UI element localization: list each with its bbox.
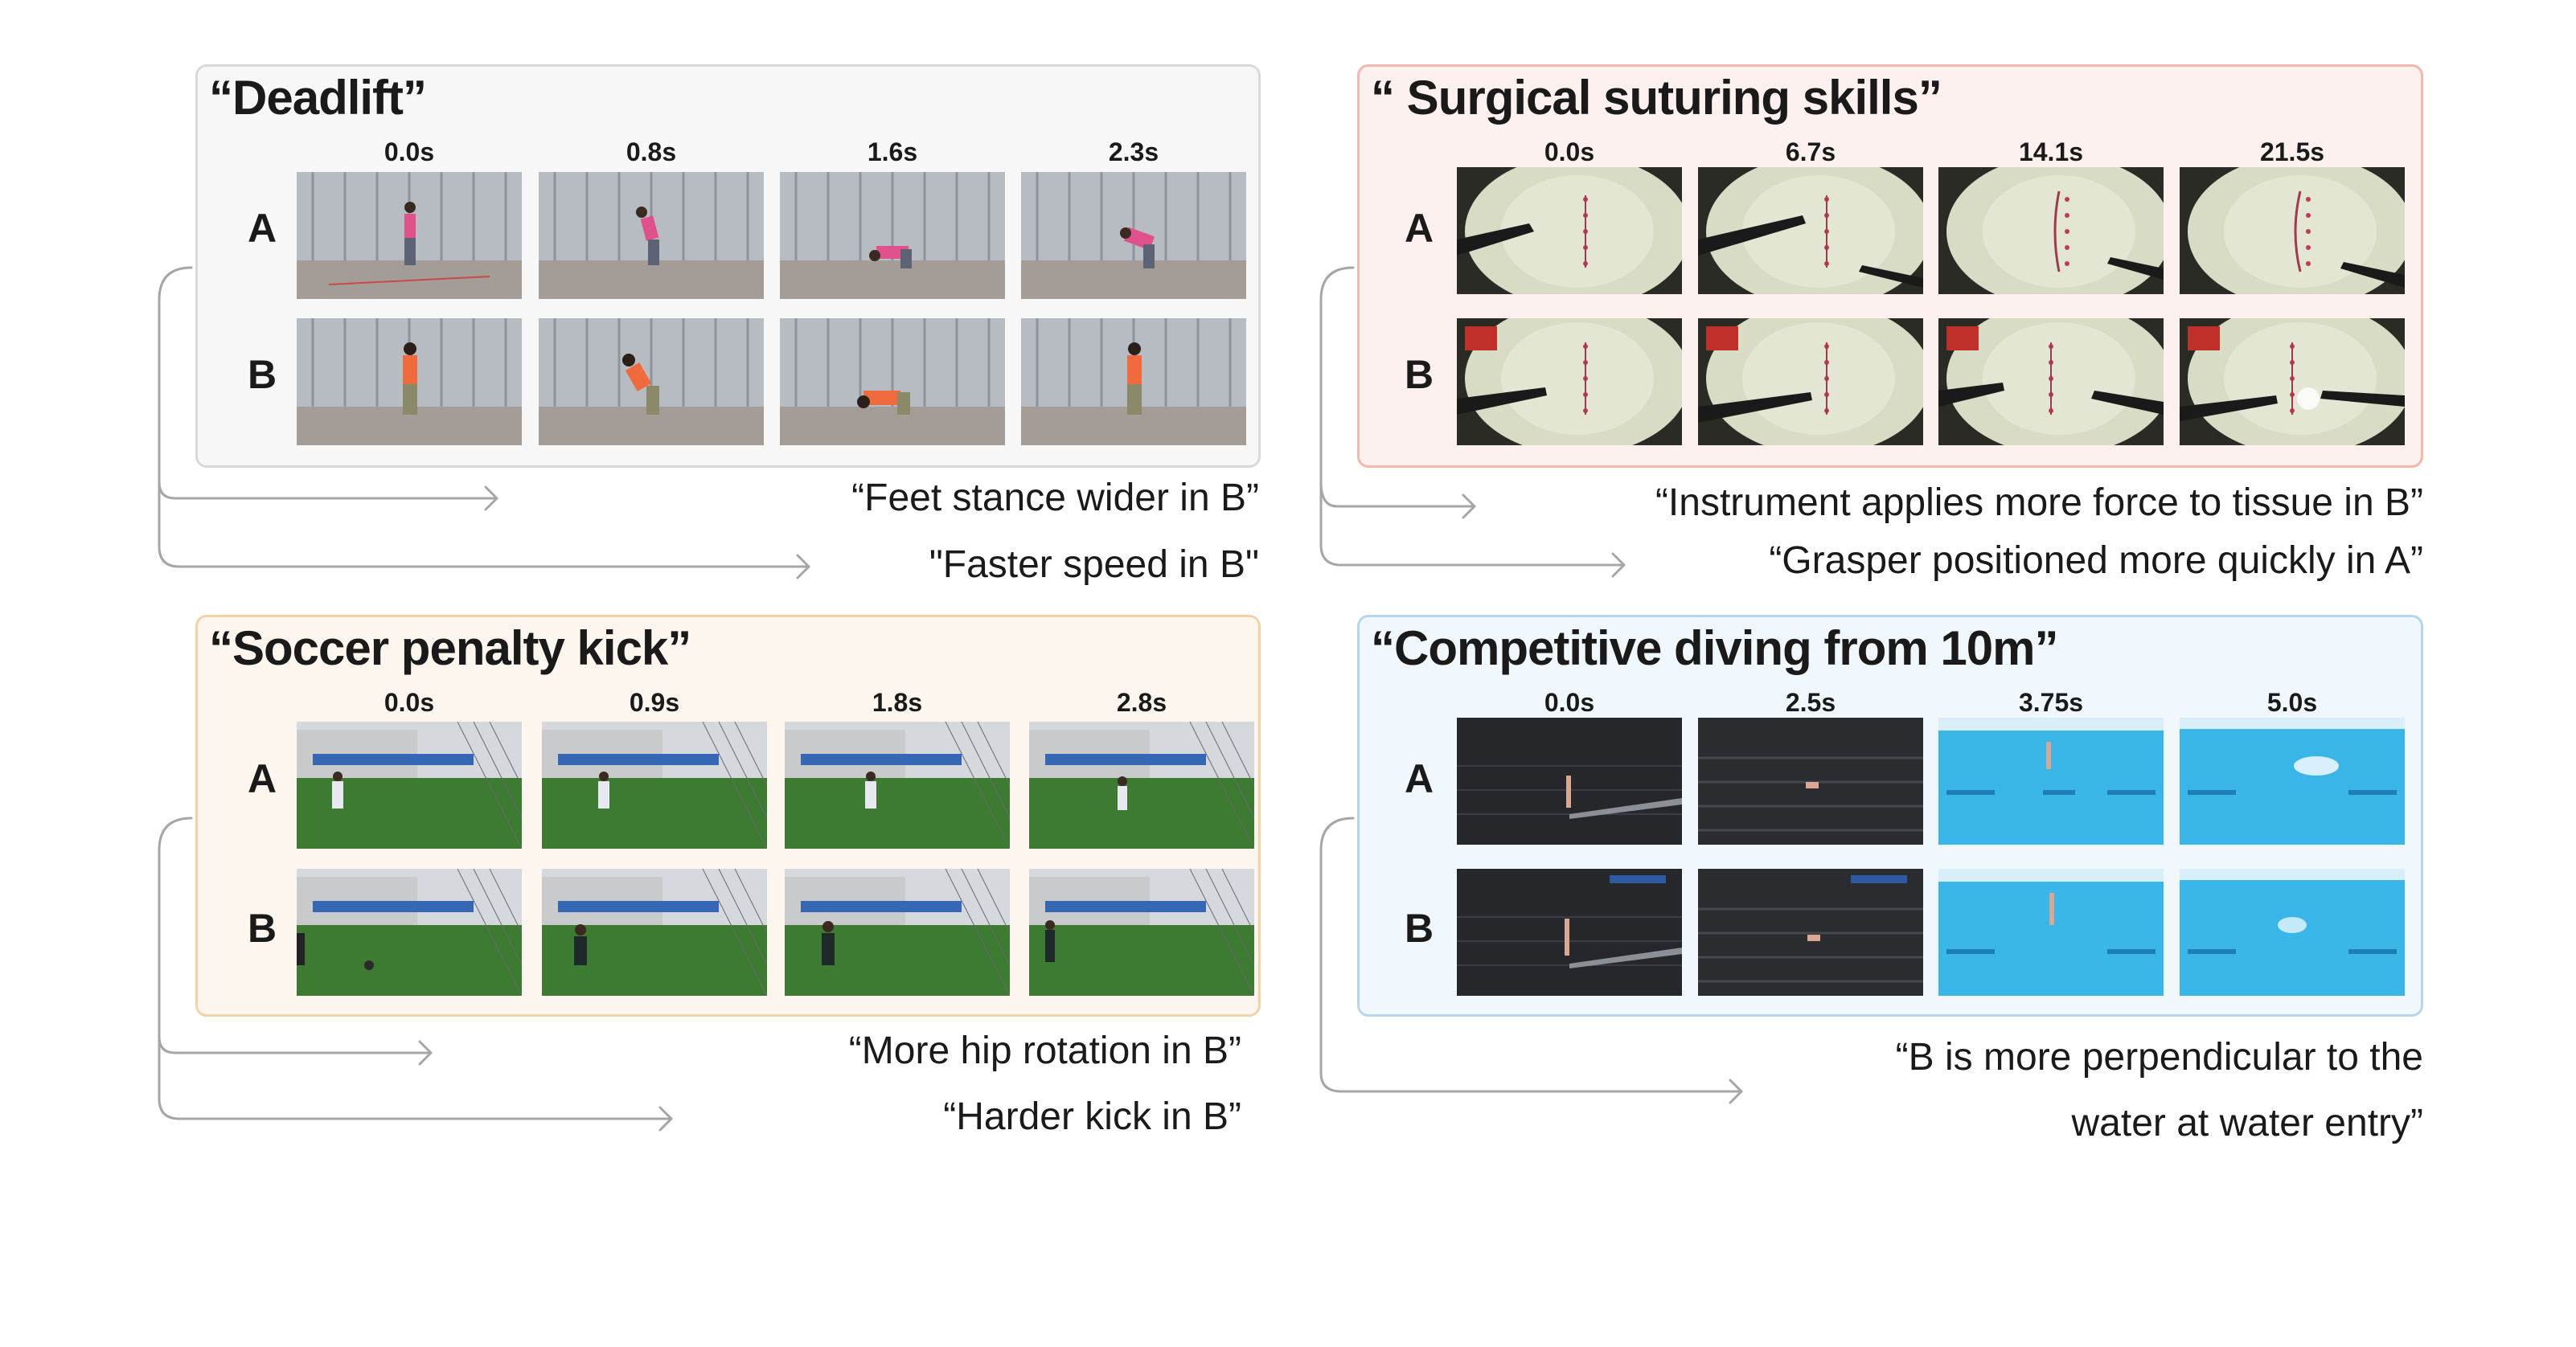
time-label: 1.6s <box>867 137 918 166</box>
row-label-b: B <box>1404 906 1434 951</box>
time-label: 2.5s <box>1785 688 1836 717</box>
video-frame <box>785 722 1010 849</box>
surgical-arrow-2 <box>1319 481 1626 578</box>
video-frame <box>2180 718 2405 845</box>
time-label: 14.1s <box>2018 137 2084 166</box>
soccer-arrow-2 <box>158 1035 673 1132</box>
video-frame <box>297 869 522 996</box>
time-label: 1.8s <box>872 688 923 717</box>
surgical-arrow-1 <box>1319 266 1476 519</box>
row-label-a: A <box>247 206 277 251</box>
panel-title: “ Surgical suturing skills” <box>1371 71 1942 125</box>
panel-surgical: “ Surgical suturing skills” 0.0s 6.7s 14… <box>1357 64 2423 468</box>
video-frame <box>297 318 522 445</box>
video-frame <box>785 869 1010 996</box>
video-frame <box>1457 869 1682 996</box>
video-frame <box>1029 869 1254 996</box>
time-label: 0.0s <box>1544 137 1595 166</box>
panel-diving: “Competitive diving from 10m” 0.0s 2.5s … <box>1357 615 2423 1017</box>
time-label: 5.0s <box>2266 688 2318 717</box>
panel-title: “Deadlift” <box>209 71 427 125</box>
panel-title: “Competitive diving from 10m” <box>1371 621 2058 675</box>
video-frame <box>780 318 1005 445</box>
video-frame <box>542 869 767 996</box>
video-frame <box>297 172 522 299</box>
video-frame <box>1457 718 1682 845</box>
time-label: 0.0s <box>384 688 435 717</box>
video-frame <box>1698 318 1923 445</box>
video-frame <box>1021 318 1246 445</box>
caption: “Grasper positioned more quickly in A” <box>1769 539 2423 582</box>
caption: “B is more perpendicular to the <box>1895 1036 2423 1079</box>
time-label: 6.7s <box>1785 137 1836 166</box>
time-label: 0.0s <box>384 137 435 166</box>
video-frame <box>1938 869 2164 996</box>
row-label-b: B <box>247 906 277 951</box>
video-frame <box>1938 167 2164 294</box>
video-frame <box>2180 869 2405 996</box>
diving-arrow-1 <box>1319 817 1743 1104</box>
video-frame <box>1698 167 1923 294</box>
video-frame <box>1021 172 1246 299</box>
deadlift-arrow-2 <box>158 481 810 579</box>
video-frame <box>542 722 767 849</box>
time-label: 3.75s <box>2018 688 2084 717</box>
caption: “Instrument applies more force to tissue… <box>1655 481 2423 524</box>
caption: water at water entry” <box>2071 1102 2423 1144</box>
video-frame <box>1698 718 1923 845</box>
video-frame <box>539 318 764 445</box>
video-frame <box>1938 718 2164 845</box>
video-frame <box>1938 318 2164 445</box>
row-label-a: A <box>1404 756 1434 801</box>
time-label: 0.8s <box>626 137 677 166</box>
row-label-b: B <box>247 352 277 397</box>
time-label: 21.5s <box>2259 137 2325 166</box>
video-frame <box>780 172 1005 299</box>
video-frame <box>1457 167 1682 294</box>
panel-deadlift: “Deadlift” 0.0s 0.8s 1.6s 2.3s A B <box>195 64 1261 468</box>
caption: "Faster speed in B" <box>929 543 1259 586</box>
caption: “Harder kick in B” <box>943 1095 1241 1138</box>
soccer-arrow-1 <box>158 817 433 1066</box>
video-frame <box>539 172 764 299</box>
deadlift-arrow-1 <box>158 266 498 511</box>
time-label: 0.0s <box>1544 688 1595 717</box>
panel-soccer: “Soccer penalty kick” 0.0s 0.9s 1.8s 2.8… <box>195 615 1261 1017</box>
video-frame <box>2180 167 2405 294</box>
video-frame <box>297 722 522 849</box>
row-label-b: B <box>1404 352 1434 397</box>
time-label: 2.8s <box>1116 688 1167 717</box>
row-label-a: A <box>1404 206 1434 251</box>
video-frame <box>1698 869 1923 996</box>
time-label: 2.3s <box>1108 137 1159 166</box>
time-label: 0.9s <box>629 688 680 717</box>
caption: “Feet stance wider in B” <box>851 477 1259 519</box>
video-frame <box>1457 318 1682 445</box>
row-label-a: A <box>247 756 277 801</box>
video-frame <box>1029 722 1254 849</box>
video-frame <box>2180 318 2405 445</box>
caption: “More hip rotation in B” <box>848 1030 1241 1072</box>
panel-title: “Soccer penalty kick” <box>209 621 691 675</box>
